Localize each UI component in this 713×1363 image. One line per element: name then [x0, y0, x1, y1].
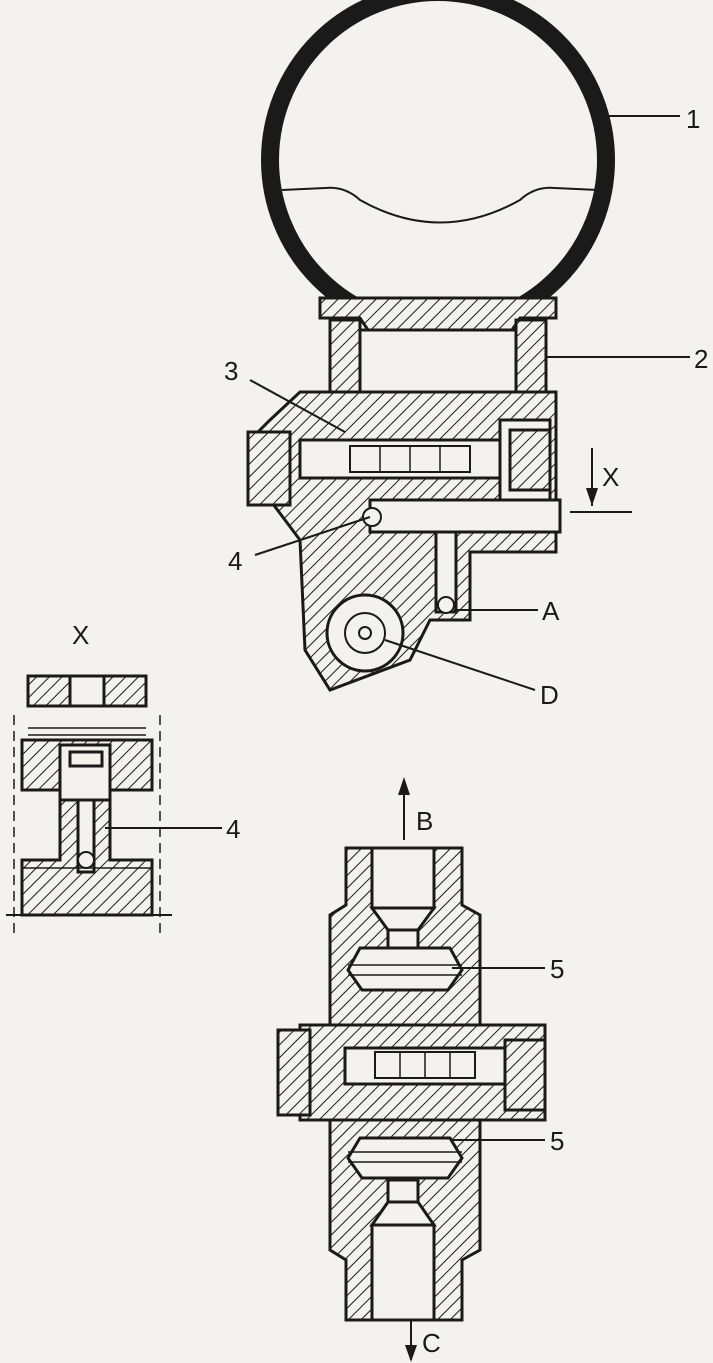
label-b: B	[416, 806, 433, 836]
leader-d	[384, 639, 536, 691]
port-a	[437, 596, 455, 614]
label-3: 3	[224, 356, 238, 386]
detail-x-title: X	[72, 620, 89, 650]
ball-valve	[362, 507, 382, 527]
fitting-neck	[328, 318, 362, 402]
diaphragm	[281, 186, 599, 224]
label-section-x: X	[602, 462, 619, 492]
end-plug	[246, 430, 292, 507]
label-5-lower: 5	[550, 1126, 564, 1156]
leader-4	[254, 516, 371, 556]
label-c: C	[422, 1328, 441, 1358]
spool-valve	[349, 445, 471, 473]
label-a: A	[542, 596, 560, 626]
accumulator-assembly	[246, 0, 615, 692]
upper-piston	[346, 946, 464, 992]
label-4: 4	[228, 546, 242, 576]
leader-3	[249, 379, 346, 433]
label-2: 2	[694, 344, 708, 374]
lower-spool	[374, 1051, 476, 1079]
port-d	[325, 593, 405, 673]
detail-x-view	[6, 674, 172, 935]
label-1: 1	[686, 104, 700, 134]
label-5-upper: 5	[550, 954, 564, 984]
label-d: D	[540, 680, 559, 710]
flow-arrow-c	[405, 1320, 417, 1362]
section-x-marker	[570, 448, 632, 513]
label-4-detail: 4	[226, 814, 240, 844]
lower-valve-assembly	[276, 846, 547, 1322]
lower-piston	[346, 1136, 464, 1180]
flow-arrow-b	[398, 777, 410, 840]
